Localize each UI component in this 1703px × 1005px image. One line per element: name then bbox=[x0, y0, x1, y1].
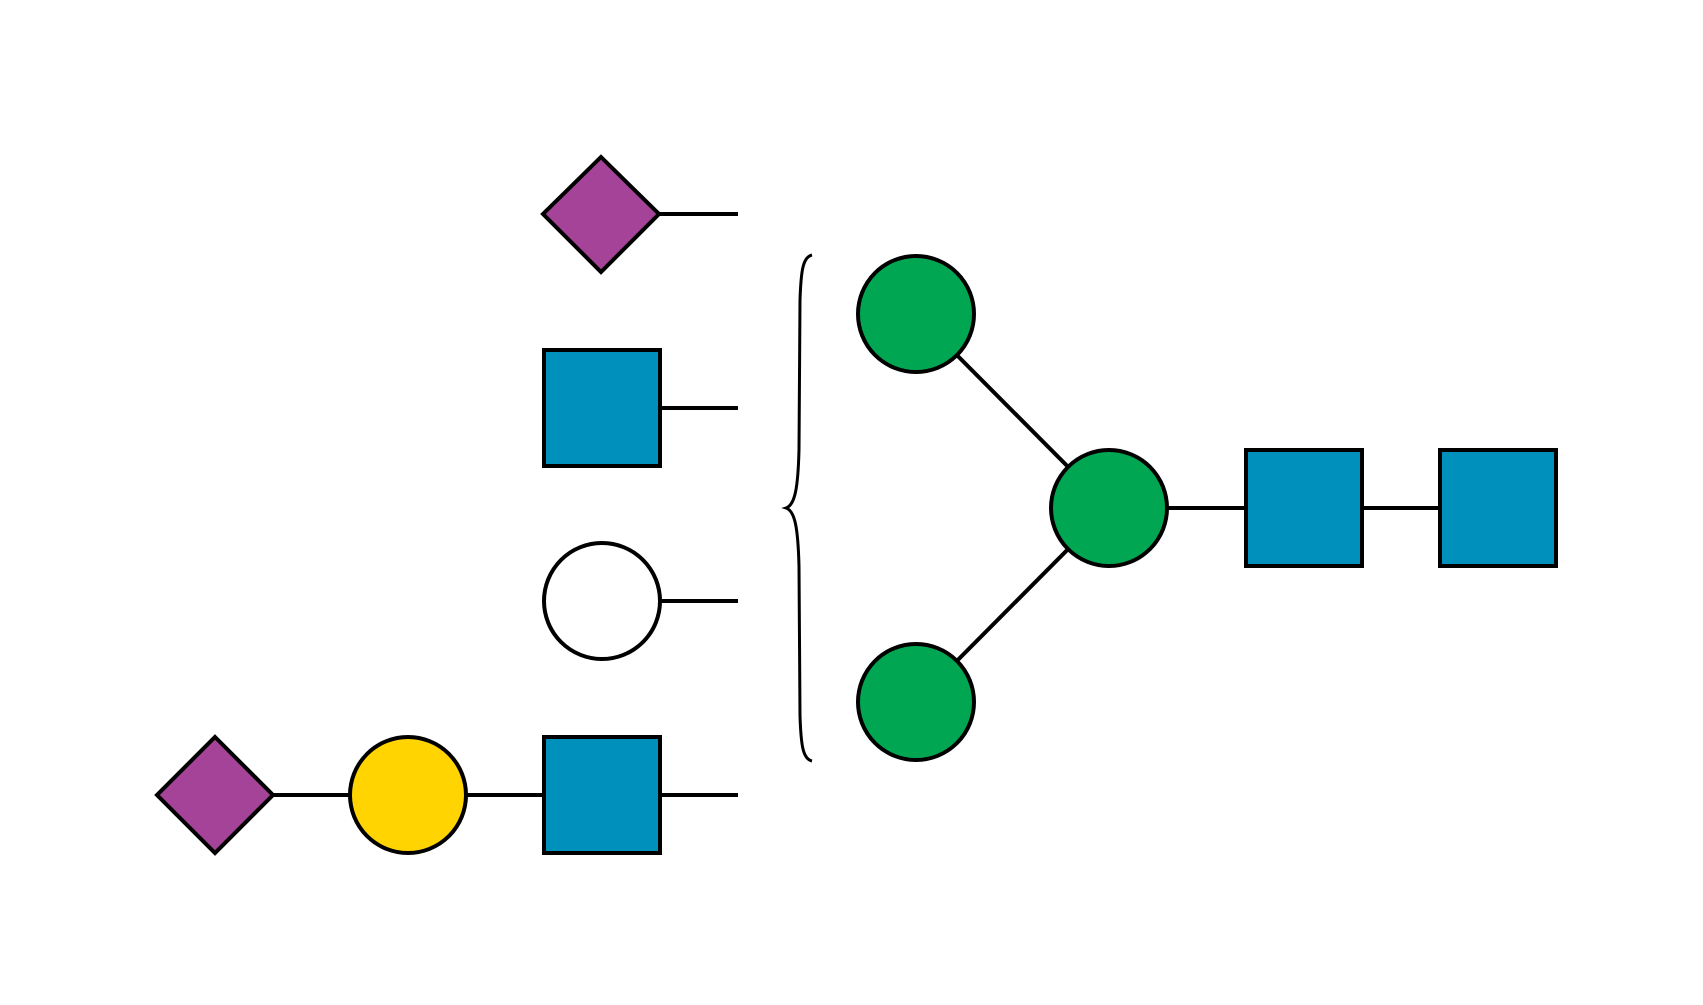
sialic-acid-fragment bbox=[540, 154, 662, 275]
sialyl-lacnac-fragment bbox=[154, 734, 662, 856]
green-circle-icon bbox=[856, 642, 976, 762]
white-circle-icon bbox=[542, 541, 662, 661]
blue-square-icon bbox=[542, 735, 662, 855]
green-circle-icon bbox=[1049, 448, 1169, 568]
purple-diamond-icon bbox=[154, 734, 276, 856]
blue-square-icon bbox=[1244, 448, 1364, 568]
glycan-core bbox=[856, 254, 1558, 762]
hexose-fragment bbox=[542, 541, 662, 661]
curly-brace bbox=[781, 253, 813, 763]
glcnac-fragment bbox=[542, 348, 662, 468]
purple-diamond-icon bbox=[540, 154, 662, 275]
blue-square-icon bbox=[542, 348, 662, 468]
blue-square-icon bbox=[1438, 448, 1558, 568]
yellow-circle-icon bbox=[348, 735, 468, 855]
green-circle-icon bbox=[856, 254, 976, 374]
